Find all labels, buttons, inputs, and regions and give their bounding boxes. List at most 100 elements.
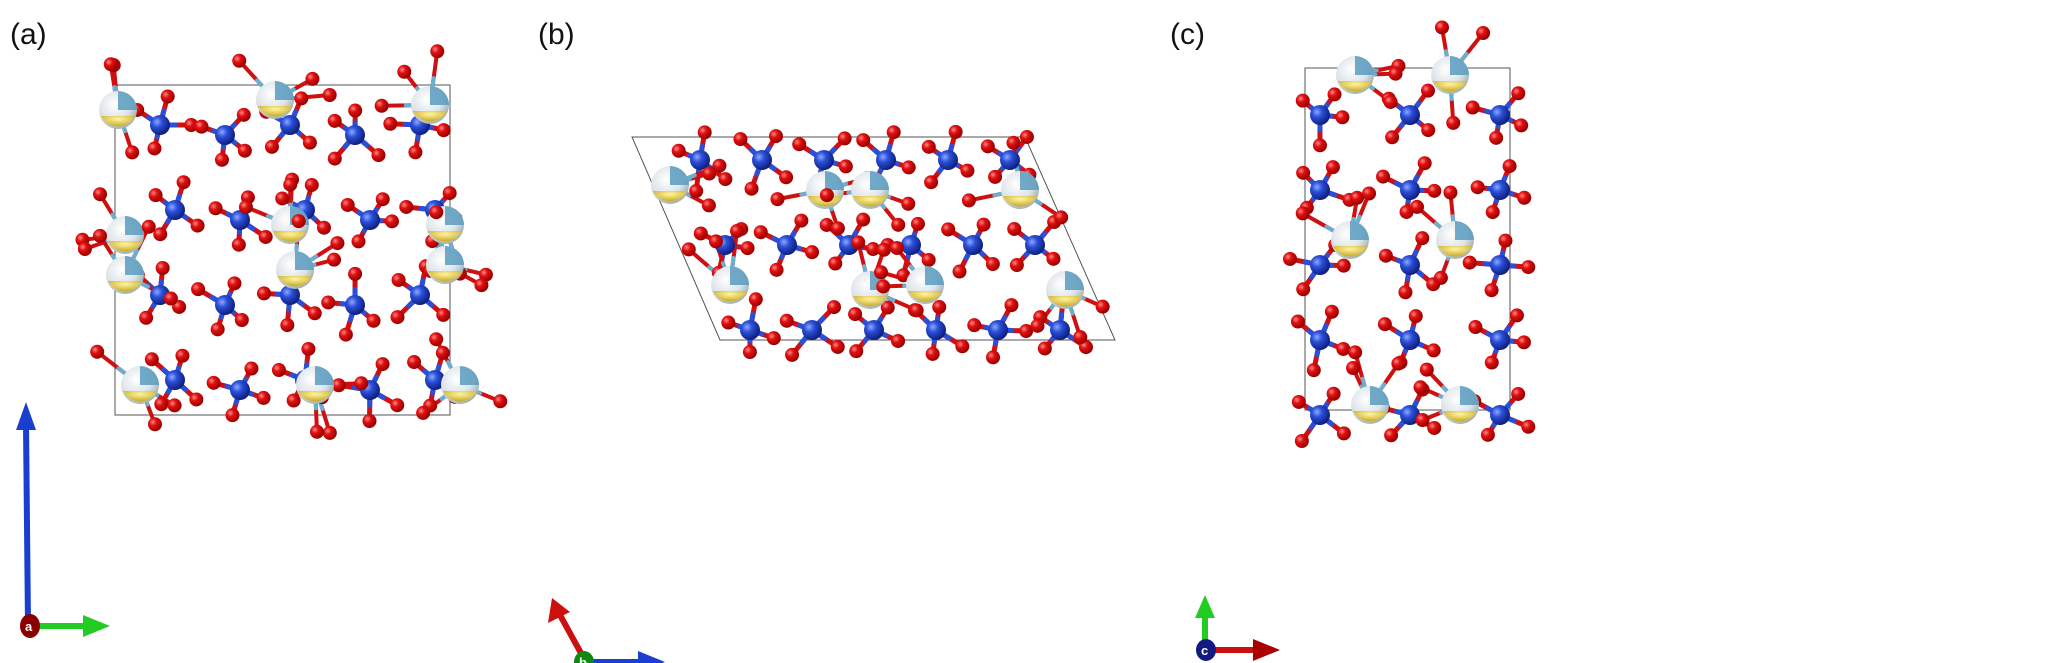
oxygen-atom xyxy=(147,417,162,432)
cation-shade xyxy=(460,366,479,385)
oxygen-atom xyxy=(194,119,209,134)
cation-partial-occupancy xyxy=(1433,81,1467,92)
oxygen-atom xyxy=(390,310,405,325)
oxygen-atom xyxy=(153,227,168,242)
oxygen-atom xyxy=(986,350,1001,365)
cation-shade xyxy=(730,266,749,285)
oxygen-atom xyxy=(742,345,757,360)
oxygen-atom xyxy=(886,125,901,140)
oxygen-atom xyxy=(866,242,881,257)
oxygen-atom xyxy=(383,116,398,131)
framework-atom xyxy=(410,285,430,305)
oxygen-atom xyxy=(264,139,279,154)
cation-partial-occupancy xyxy=(653,191,687,202)
cation-partial-occupancy xyxy=(273,231,307,242)
oxygen-atom xyxy=(1004,298,1019,313)
oxygen-atom xyxy=(1327,87,1342,102)
cation-partial-occupancy xyxy=(258,106,292,117)
oxygen-atom xyxy=(286,393,301,408)
oxygen-atom xyxy=(371,148,386,163)
oxygen-atom xyxy=(901,196,916,211)
oxygen-atom xyxy=(327,252,342,267)
oxygen-atom xyxy=(1421,123,1436,138)
oxygen-atom xyxy=(1410,199,1425,214)
oxygen-atom xyxy=(830,221,845,236)
axis-label-b: b xyxy=(579,655,587,663)
oxygen-atom xyxy=(256,390,271,405)
oxygen-atom xyxy=(740,241,755,256)
oxygen-atom xyxy=(307,306,322,321)
framework-atom xyxy=(1400,180,1420,200)
oxygen-atom xyxy=(141,219,156,234)
panel-label-c: (c) xyxy=(1170,18,1205,51)
oxygen-atom xyxy=(819,188,834,203)
oxygen-atom xyxy=(493,394,508,409)
oxygen-atom xyxy=(1502,159,1517,174)
oxygen-atom xyxy=(93,228,108,243)
oxygen-atom xyxy=(391,272,406,287)
oxygen-atom xyxy=(967,318,982,333)
framework-atom xyxy=(1310,405,1330,425)
oxygen-atom xyxy=(184,118,199,133)
framework-atom xyxy=(345,295,365,315)
cation-shade xyxy=(1020,171,1039,190)
oxygen-atom xyxy=(1391,356,1406,371)
axis-indicator-c: c xyxy=(1195,595,1280,661)
oxygen-atom xyxy=(189,392,204,407)
framework-atom xyxy=(1400,255,1420,275)
oxygen-atom xyxy=(1498,233,1513,248)
cation-partial-occupancy xyxy=(1338,81,1372,92)
cation-partial-occupancy xyxy=(1443,411,1477,422)
unit-cell-a xyxy=(114,84,451,416)
cation-partial-occupancy xyxy=(853,296,887,307)
oxygen-atom xyxy=(785,347,800,362)
cation-shade xyxy=(275,81,294,100)
oxygen-atom xyxy=(1443,185,1458,200)
oxygen-atom xyxy=(1378,248,1393,263)
oxygen-atom xyxy=(769,262,784,277)
framework-atom xyxy=(215,295,235,315)
oxygen-atom xyxy=(1476,25,1491,40)
oxygen-atom xyxy=(1484,355,1499,370)
cation-partial-occupancy xyxy=(298,391,332,402)
cation-shade xyxy=(1455,221,1474,240)
oxygen-atom xyxy=(237,143,252,158)
oxygen-atom xyxy=(1516,335,1531,350)
cation-partial-occupancy xyxy=(108,281,142,292)
panel-label-a: (a) xyxy=(10,18,47,51)
framework-atom xyxy=(777,235,797,255)
oxygen-atom xyxy=(1377,317,1392,332)
oxygen-atom xyxy=(148,188,163,203)
oxygen-atom xyxy=(374,98,389,113)
framework-atom xyxy=(150,115,170,135)
oxygen-atom xyxy=(291,214,306,229)
oxygen-atom xyxy=(988,169,1003,184)
oxygen-atom xyxy=(1376,169,1391,184)
oxygen-atom xyxy=(1511,386,1526,401)
oxygen-atom xyxy=(985,257,1000,272)
oxygen-atom xyxy=(748,292,763,307)
cation-partial-occupancy xyxy=(1353,411,1387,422)
cation-shade xyxy=(825,171,844,190)
oxygen-atom xyxy=(1306,363,1321,378)
oxygen-atom xyxy=(1326,386,1341,401)
framework-atom xyxy=(1050,320,1070,340)
oxygen-atom xyxy=(856,212,871,227)
unit-cells xyxy=(114,67,1511,416)
cation-shade xyxy=(445,206,464,225)
cation-shade xyxy=(1450,56,1469,75)
oxygen-atom xyxy=(322,425,337,440)
cation-shade xyxy=(315,366,334,385)
axis-label-a: a xyxy=(25,619,33,634)
oxygen-atom xyxy=(1413,380,1428,395)
oxygen-atom xyxy=(1350,190,1365,205)
oxygen-atom xyxy=(147,141,162,156)
framework-atom xyxy=(1490,405,1510,425)
oxygen-atom xyxy=(416,405,431,420)
oxygen-atom xyxy=(167,398,182,413)
oxygen-atom xyxy=(697,125,712,140)
oxygen-atom xyxy=(474,278,489,293)
oxygen-atom xyxy=(256,286,271,301)
oxygen-atom xyxy=(896,268,911,283)
oxygen-atom xyxy=(1095,299,1110,314)
